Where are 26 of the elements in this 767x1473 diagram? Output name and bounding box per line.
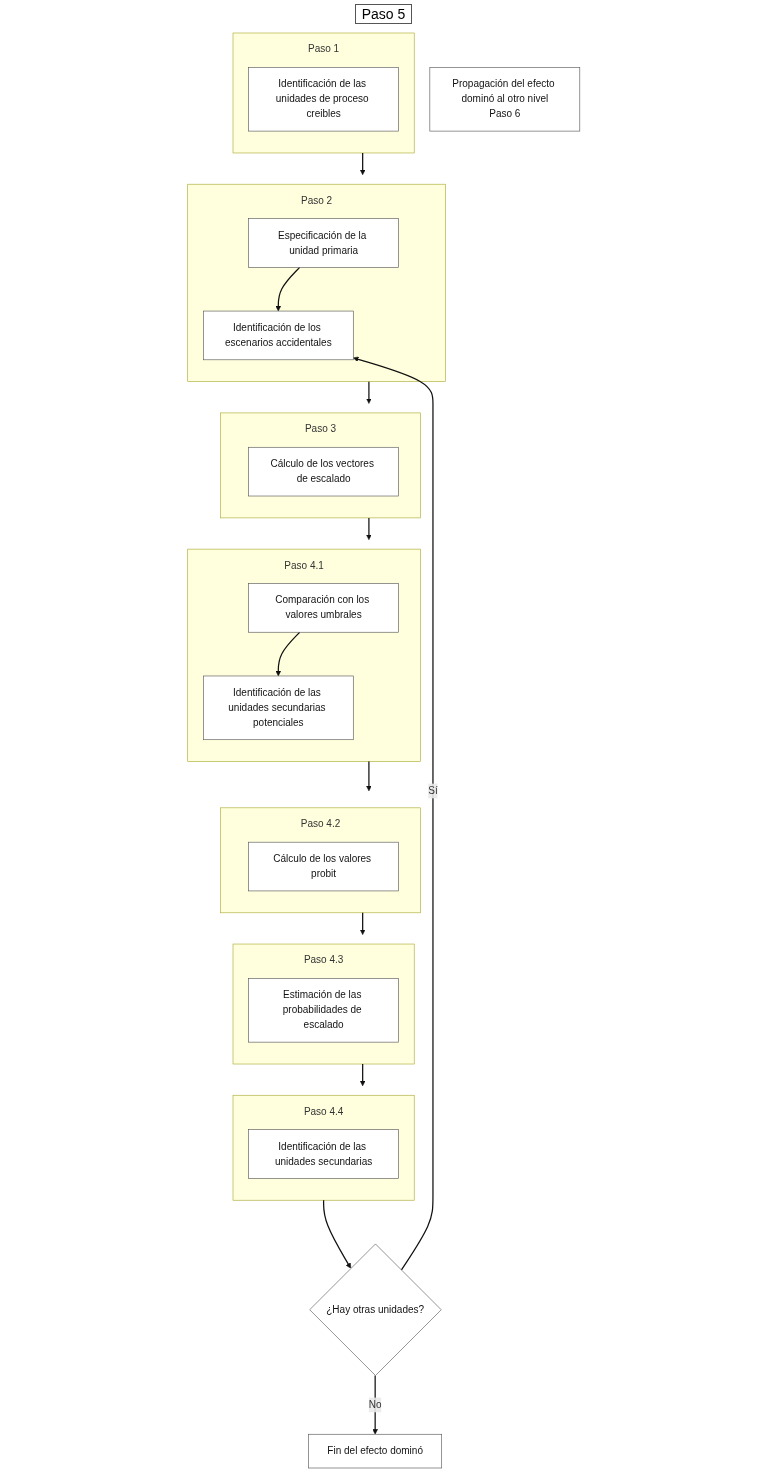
node-box: Fin del efecto dominó bbox=[308, 1433, 442, 1469]
arrow bbox=[359, 1063, 366, 1087]
arrow bbox=[275, 266, 301, 312]
node-box: Cálculo de los valores probit bbox=[248, 841, 399, 892]
node-box: Identificación de las unidades secundarias bbox=[248, 1129, 399, 1179]
node-box: Especificación de la unidad primaria bbox=[248, 218, 399, 268]
node-box: Comparación con los valores umbrales bbox=[248, 583, 399, 633]
arrow bbox=[352, 356, 434, 1271]
arrow bbox=[365, 760, 372, 792]
node-box: Identificación de los escenarios accidentales bbox=[202, 310, 354, 361]
node-box: Cálculo de los vectores de escalado bbox=[248, 446, 399, 497]
node-box: Propagación del efecto dominó al otro nivel Paso 6 bbox=[429, 67, 580, 132]
arrow bbox=[322, 1199, 351, 1269]
arrow bbox=[359, 912, 366, 935]
step-label: Paso 5 bbox=[354, 4, 413, 24]
node-box: Estimación de las probabilidades de escalado bbox=[248, 978, 399, 1043]
arrow bbox=[372, 1374, 378, 1435]
edge-label: No bbox=[368, 1399, 382, 1410]
node-box: Identificación de las unidades secundarias potenciales bbox=[202, 675, 354, 740]
arrow bbox=[359, 152, 366, 176]
node-box: Identificación de las unidades de proceso creibles bbox=[248, 67, 399, 132]
arrow bbox=[275, 631, 301, 677]
arrow bbox=[365, 381, 372, 404]
arrow bbox=[365, 517, 372, 540]
node-diamond: ¿Hay otras unidades? bbox=[309, 1243, 442, 1376]
edge-label: Sí bbox=[427, 785, 438, 796]
